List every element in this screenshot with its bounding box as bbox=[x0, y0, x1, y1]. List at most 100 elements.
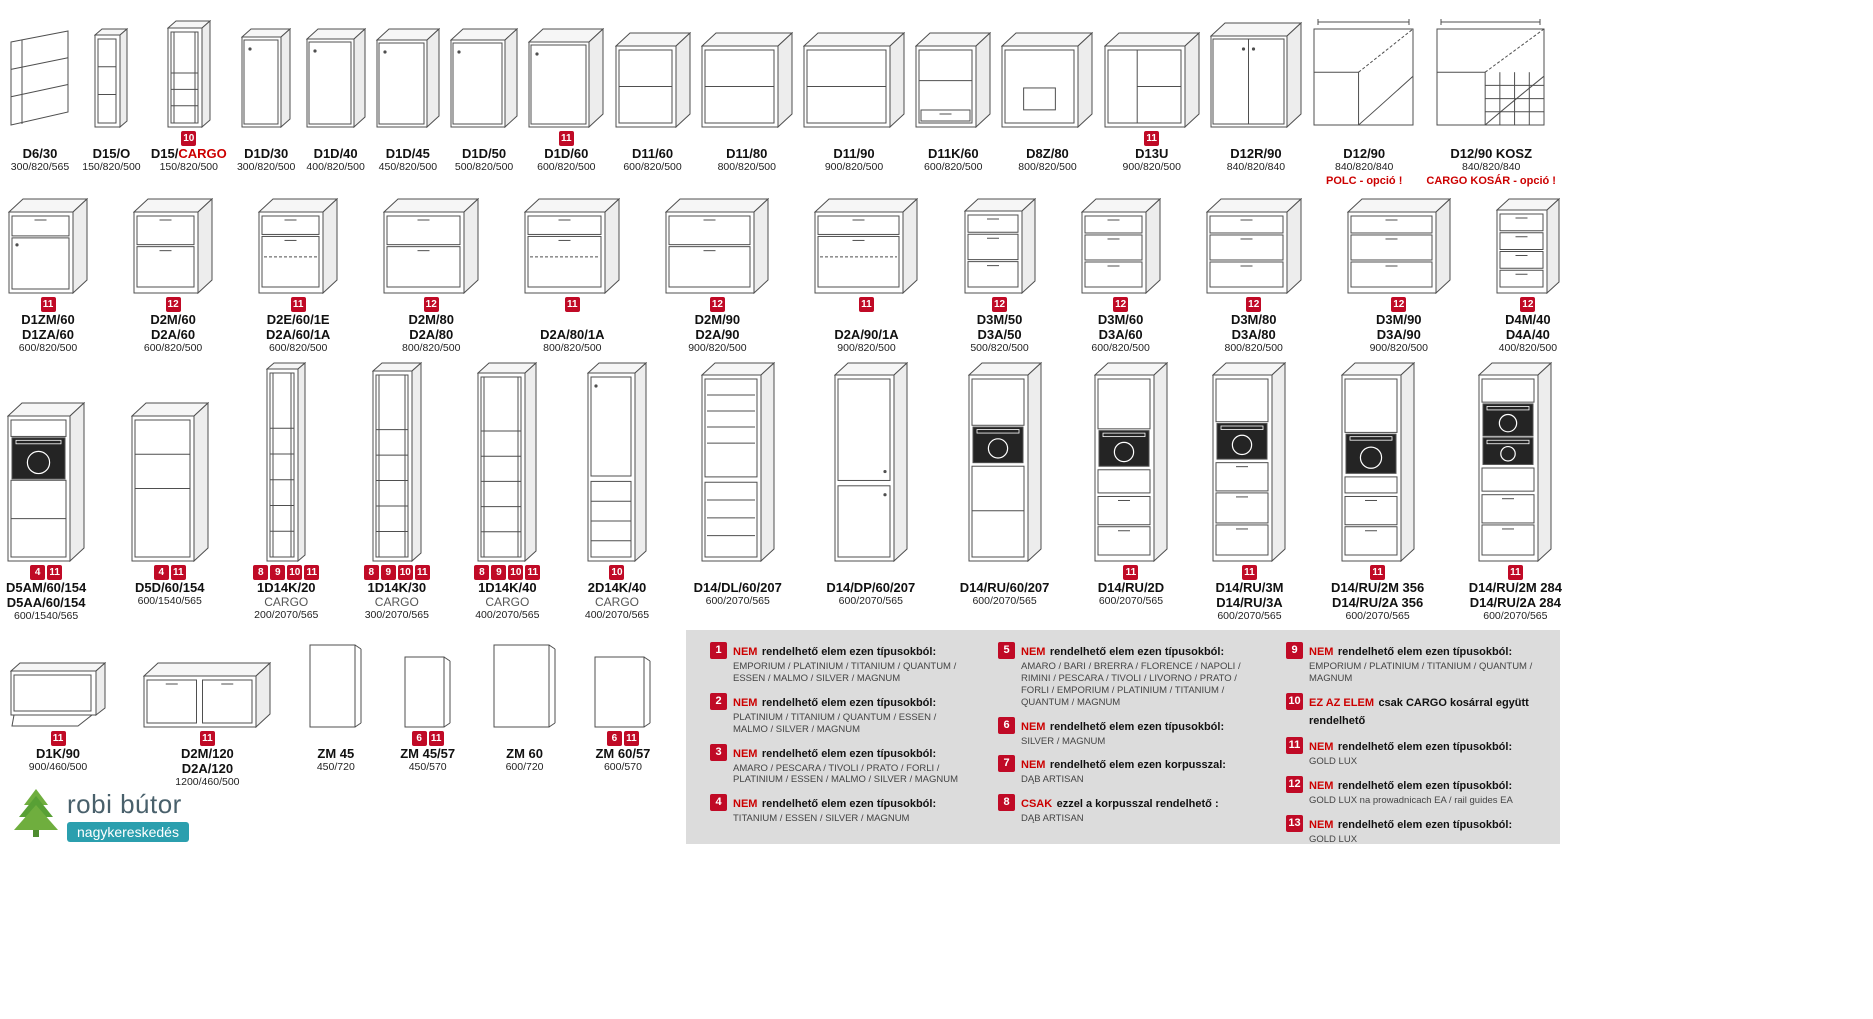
product-dimensions: 600/2070/565 bbox=[705, 595, 770, 607]
logo-text-block: robi bútor nagykereskedés bbox=[67, 789, 189, 842]
product-dimensions: 400/820/500 bbox=[1498, 342, 1558, 354]
product-name-2: D14/RU/2A 284 bbox=[1469, 595, 1561, 610]
legend-entry-text: NEM rendelhető elem ezen típusokból: PLA… bbox=[733, 693, 970, 736]
product-dimensions: 400/2070/565 bbox=[584, 609, 650, 621]
legend-body: GOLD LUX bbox=[1309, 755, 1358, 767]
legend-number-badge: 7 bbox=[998, 755, 1015, 773]
legend-column-2: 5 NEM rendelhető elem ezen típusokból: A… bbox=[998, 642, 1258, 836]
legend-head: rendelhető elem ezen típusokból: bbox=[1337, 779, 1513, 792]
product-name: D1D/40 bbox=[314, 146, 358, 161]
cabinet-door1-icon bbox=[450, 4, 519, 128]
legend-column-3: 9 NEM rendelhető elem ezen típusokból: E… bbox=[1286, 642, 1546, 844]
product-name-text: D8Z/80 bbox=[1026, 146, 1069, 161]
product-name: D1D/60 bbox=[544, 146, 588, 161]
product-names: D3M/50 D3A/50 bbox=[977, 312, 1023, 342]
cabinet-open-icon bbox=[803, 4, 906, 128]
legend-head: ezzel a korpusszal rendelhető : bbox=[1056, 798, 1219, 811]
option-badge: 12 bbox=[1246, 296, 1262, 312]
option-badge: 10 bbox=[181, 130, 197, 146]
legend-entry: 4 NEM rendelhető elem ezen típusokból: T… bbox=[710, 794, 970, 825]
product-name: D14/RU/2M 284 bbox=[1469, 580, 1562, 595]
legend-head: rendelhető elem ezen típusokból: bbox=[1049, 646, 1225, 658]
product-names: D4M/40 D4A/40 bbox=[1505, 312, 1551, 342]
legend-body: GOLD LUX bbox=[1309, 833, 1358, 845]
option-badge: 11 bbox=[199, 730, 215, 746]
legend-entry-text: NEM rendelhető elem ezen korpusszal: DĄB… bbox=[1021, 755, 1258, 786]
product-item: 12 D2M/60 D2A/60 600/820/500 bbox=[133, 192, 214, 355]
product-item: D11K/60 600/820/500 bbox=[915, 4, 992, 174]
option-badge: 11 bbox=[1370, 564, 1386, 580]
cabinet-open-drawer-bottom-icon bbox=[915, 4, 992, 128]
product-names: D6/30 bbox=[23, 146, 58, 161]
cabinet-corner-top-icon bbox=[1312, 4, 1416, 128]
product-dimensions: 600/2070/565 bbox=[1345, 610, 1410, 622]
cabinet-drawer2-inner-icon bbox=[258, 192, 339, 294]
legend-entry-text: NEM rendelhető elem ezen típusokból: AMA… bbox=[1021, 642, 1258, 709]
option-badge: 6 bbox=[606, 730, 622, 746]
cabinet-tall-cargo-door-icon bbox=[586, 360, 647, 562]
product-name: D3M/60 bbox=[1098, 312, 1144, 327]
option-badge: 6 bbox=[411, 730, 427, 746]
option-badge: 11 bbox=[525, 564, 541, 580]
product-dimensions: 600/1540/565 bbox=[13, 610, 79, 622]
product-item: D1D/40 400/820/500 bbox=[305, 4, 366, 174]
product-names: D5D/60/154 bbox=[135, 580, 204, 595]
product-names: D11/60 bbox=[632, 146, 673, 161]
product-item: 11 D14/RU/2M 284 D14/RU/2A 284 600/2070/… bbox=[1469, 360, 1562, 623]
product-name: D14/RU/60/207 bbox=[960, 580, 1050, 595]
badge-row: 10 bbox=[609, 564, 625, 580]
option-badge: 8 bbox=[363, 564, 379, 580]
legend-entry-text: NEM rendelhető elem ezen típusokból: GOL… bbox=[1309, 815, 1546, 845]
legend-body: SILVER / MAGNUM bbox=[1021, 735, 1106, 747]
legend-number-badge: 10 bbox=[1286, 692, 1303, 710]
legend-lead: NEM bbox=[733, 798, 758, 811]
product-item: D1D/30 300/820/500 bbox=[237, 4, 295, 174]
product-name-text: D12/90 KOSZ bbox=[1450, 146, 1533, 161]
badge-row: 12 bbox=[165, 296, 181, 312]
badge-row: 11 bbox=[1241, 564, 1257, 580]
legend-entry: 3 NEM rendelhető elem ezen típusokból: A… bbox=[710, 743, 970, 787]
option-badge: 11 bbox=[428, 730, 444, 746]
cabinet-panel-icon bbox=[309, 640, 363, 728]
product-names: D5AM/60/154 D5AA/60/154 bbox=[6, 580, 86, 610]
product-name: D14/RU/3M bbox=[1216, 580, 1284, 595]
product-names: ZM 45 bbox=[317, 746, 354, 761]
product-name: ZM 45/57 bbox=[400, 746, 455, 761]
product-names: D2E/60/1E D2A/60/1A bbox=[266, 312, 330, 342]
product-item: ZM 45 450/720 bbox=[309, 640, 363, 774]
product-names: D2M/60 D2A/60 bbox=[150, 312, 196, 342]
product-name-text: 1D14K/20 bbox=[257, 580, 316, 595]
product-item: 11 D1ZM/60 D1ZA/60 600/820/500 bbox=[8, 192, 88, 355]
product-item: 10 2D14K/40 CARGO 400/2070/565 bbox=[585, 360, 649, 622]
badge-row: 12 bbox=[709, 296, 725, 312]
product-name-text: D1ZM/60 bbox=[21, 312, 75, 327]
option-badge: 11 bbox=[50, 730, 66, 746]
legend-entry-text: NEM rendelhető elem ezen típusokból: SIL… bbox=[1021, 717, 1258, 748]
legend-entry: 2 NEM rendelhető elem ezen típusokból: P… bbox=[710, 692, 970, 736]
legend-entry-text: NEM rendelhető elem ezen típusokból: TIT… bbox=[733, 794, 970, 825]
product-names: D15/CARGO bbox=[151, 146, 227, 161]
product-names: D2A/80/1A bbox=[540, 312, 604, 342]
product-name-text: D3M/60 bbox=[1097, 312, 1144, 327]
product-dimensions: 600/570 bbox=[603, 761, 642, 773]
product-name-2: D2A/90 bbox=[695, 327, 740, 342]
option-badge: 12 bbox=[1520, 296, 1536, 312]
badge-row: 11 bbox=[50, 730, 66, 746]
product-item: D6/30 300/820/565 bbox=[8, 4, 72, 174]
cabinet-low-2drawer-icon bbox=[143, 640, 272, 728]
badge-row: 10 bbox=[181, 130, 197, 146]
product-name: D12/90 bbox=[1343, 146, 1385, 161]
product-name: D14/DP/60/207 bbox=[826, 580, 915, 595]
product-names: D2M/80 D2A/80 bbox=[408, 312, 454, 342]
logo-title: robi bútor bbox=[67, 789, 182, 819]
legend-entry-text: NEM rendelhető elem ezen típusokból: EMP… bbox=[1309, 642, 1546, 685]
product-dimensions: 600/2070/565 bbox=[1098, 595, 1164, 607]
product-item: D8Z/80 800/820/500 bbox=[1001, 4, 1094, 174]
cabinet-open-icon bbox=[700, 4, 793, 128]
legend-entry: 7 NEM rendelhető elem ezen korpusszal: D… bbox=[998, 755, 1258, 786]
